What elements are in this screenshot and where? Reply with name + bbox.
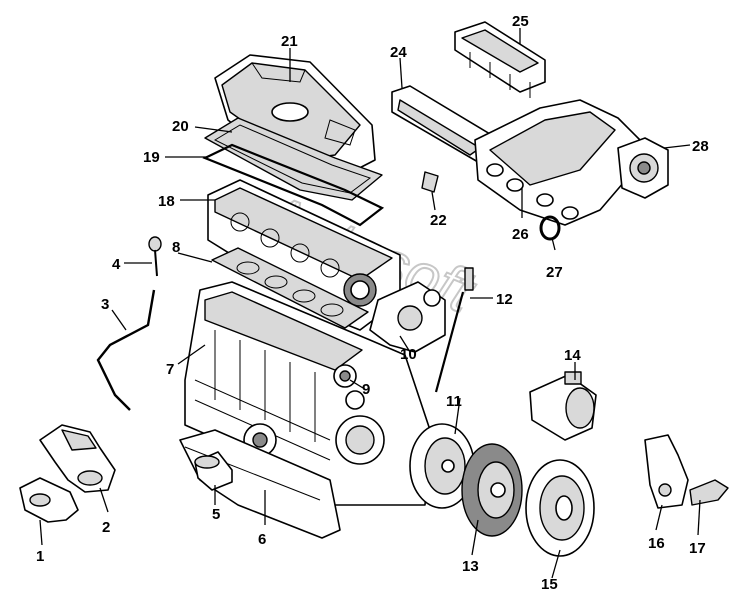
engine-bracket [644, 434, 689, 509]
label-15: 15 [541, 576, 558, 593]
label-17: 17 [689, 540, 706, 557]
label-8: 8 [172, 239, 180, 256]
leader-lines [39, 28, 701, 579]
label-19: 19 [143, 149, 160, 166]
label-11: 11 [446, 393, 462, 410]
label-4: 4 [112, 256, 121, 273]
head-gasket [211, 247, 369, 329]
label-16: 16 [648, 535, 665, 552]
label-6: 6 [258, 531, 266, 548]
throttle-seal-ring [539, 215, 561, 241]
oil-filter [194, 451, 233, 491]
thermostat-housing [369, 281, 446, 353]
throttle-body [617, 137, 669, 199]
fuel-rail [454, 21, 546, 98]
label-14: 14 [564, 347, 581, 364]
label-2: 2 [102, 519, 110, 536]
part-labels: 21 25 24 20 19 18 8 4 3 7 9 10 12 11 14 … [36, 13, 709, 593]
dipstick-tube [96, 289, 156, 411]
valve-cover-gasket [204, 117, 383, 201]
starter-motor [529, 371, 597, 441]
temperature-sensor [434, 267, 474, 393]
label-12: 12 [496, 291, 513, 308]
label-22: 22 [430, 212, 447, 229]
engine-mount-right [39, 424, 116, 493]
cover-seal [202, 143, 385, 227]
label-20: 20 [172, 118, 189, 135]
label-18: 18 [158, 193, 175, 210]
label-1: 1 [36, 548, 44, 565]
water-pump [333, 364, 357, 388]
cylinder-head [207, 179, 401, 331]
label-25: 25 [512, 13, 529, 30]
label-21: 21 [281, 33, 298, 50]
intake-runner [391, 85, 501, 163]
label-9: 9 [362, 381, 370, 398]
intake-manifold [474, 99, 641, 226]
clutch-disc [461, 443, 523, 537]
label-7: 7 [166, 361, 174, 378]
dipstick [148, 236, 162, 277]
label-5: 5 [212, 506, 220, 523]
label-28: 28 [692, 138, 709, 155]
label-24: 24 [390, 44, 407, 61]
engine-mount-left [19, 477, 79, 523]
bracket-link [689, 479, 729, 506]
label-10: 10 [400, 346, 417, 363]
label-27: 27 [546, 264, 563, 281]
label-26: 26 [512, 226, 529, 243]
label-13: 13 [462, 558, 479, 575]
manifold-sensor [421, 171, 439, 193]
pressure-plate [525, 459, 595, 557]
label-3: 3 [101, 296, 109, 313]
